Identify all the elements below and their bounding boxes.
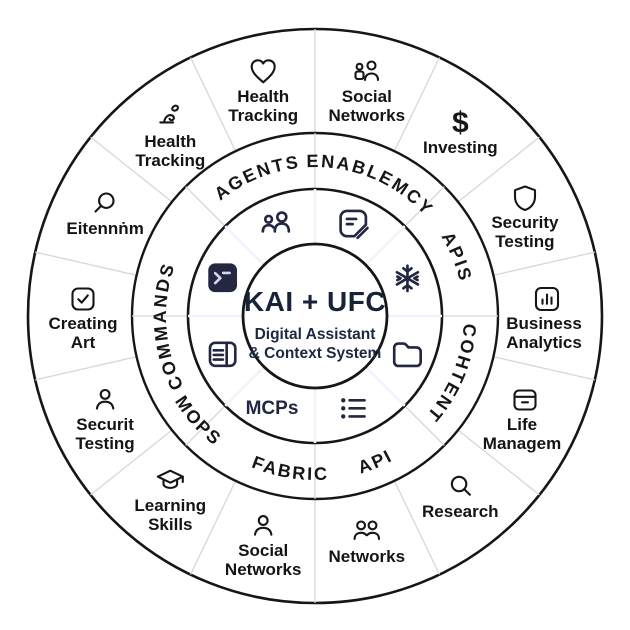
outer-item-learning-skills: Learning Skills: [134, 469, 206, 534]
svg-text:Creating: Creating: [49, 314, 118, 333]
outer-item-health-tracking-exercise: Health Tracking: [135, 104, 205, 170]
svg-text:Security: Security: [491, 213, 559, 232]
note-pencil-icon: [339, 209, 369, 240]
svg-text:Networks: Networks: [225, 560, 302, 579]
outer-item-creating-art: Creating Art: [49, 287, 118, 352]
checkbox-icon: [71, 287, 95, 311]
outer-item-research: Research: [422, 475, 499, 521]
label-fabric: FABRIC: [249, 452, 329, 484]
center-subtitle-1: Digital Assistant: [255, 326, 376, 343]
svg-text:Analytics: Analytics: [506, 333, 582, 352]
center-subtitle-2: & Context System: [249, 345, 382, 362]
outer-item-business-analytics: Business Analytics: [506, 286, 582, 352]
magnifier-icon: [450, 475, 471, 496]
label-apis: APIS: [438, 228, 476, 284]
center-title: KAI + UFC: [244, 286, 386, 317]
svg-text:Tracking: Tracking: [135, 151, 205, 170]
person-icon: [253, 515, 273, 536]
svg-text:Tracking: Tracking: [228, 106, 298, 125]
label-commands: COMMANDS: [150, 260, 187, 394]
people-icon: [353, 520, 381, 541]
outer-item-investing: $ Investing: [423, 106, 498, 157]
svg-text:Research: Research: [422, 502, 499, 521]
svg-text:Art: Art: [71, 333, 96, 352]
svg-text:$: $: [452, 106, 469, 139]
svg-text:Eitennṅm: Eitennṅm: [66, 219, 143, 238]
outer-item-eitennnm: Eitennṅm: [66, 192, 144, 238]
archive-box-icon: [513, 389, 537, 411]
svg-text:Testing: Testing: [495, 232, 554, 251]
label-mops: MOPS: [171, 392, 226, 450]
svg-text:Networks: Networks: [329, 106, 406, 125]
svg-text:Health: Health: [144, 132, 196, 151]
label-enablemcy: ENABLEMCY: [306, 151, 437, 220]
magnifier-left-icon: [94, 192, 115, 213]
graduation-cap-icon: [156, 469, 184, 490]
svg-text:Managem: Managem: [483, 434, 561, 453]
svg-text:Investing: Investing: [423, 138, 498, 157]
outer-item-health-tracking-heart: Health Tracking: [228, 59, 298, 125]
svg-text:Social: Social: [342, 87, 392, 106]
dollar-icon: $: [452, 106, 469, 139]
label-agents: AGENTS: [211, 152, 302, 204]
svg-text:Testing: Testing: [76, 434, 135, 453]
label-api: API: [355, 445, 396, 477]
inner-ring-dividers: [188, 189, 442, 443]
svg-text:Learning: Learning: [134, 496, 206, 515]
exercise-icon: [159, 104, 180, 124]
svg-text:Life: Life: [507, 415, 537, 434]
svg-text:Securit: Securit: [76, 415, 134, 434]
shield-icon: [513, 185, 537, 212]
svg-text:Health: Health: [237, 87, 289, 106]
outer-item-social-networks-top: Social Networks: [329, 60, 406, 125]
outer-item-networks: Networks: [329, 520, 406, 566]
mcps-text: MCPs: [246, 398, 299, 419]
snowflake-icon: [395, 264, 420, 293]
heart-icon: [250, 59, 276, 84]
svg-text:Skills: Skills: [148, 515, 192, 534]
layout-table-icon: [208, 341, 237, 368]
svg-text:Social: Social: [238, 541, 288, 560]
terminal-icon: [208, 263, 238, 293]
contacts-icon: [354, 60, 380, 82]
outer-item-social-networks-bottom: Social Networks: [225, 515, 302, 579]
label-band-dividers: [132, 133, 498, 499]
folder-icon: [392, 342, 422, 368]
center-circle: [241, 242, 389, 390]
svg-text:Networks: Networks: [329, 547, 406, 566]
bar-chart-icon: [534, 286, 560, 312]
outer-item-life-managem: Life Managem: [483, 389, 561, 453]
list-icon: [341, 398, 366, 419]
person-icon: [95, 388, 115, 410]
svg-text:Business: Business: [506, 314, 582, 333]
users-icon: [261, 211, 291, 233]
outer-ring-dividers: [35, 29, 595, 603]
outer-item-security-testing: Security Testing: [491, 185, 559, 251]
outer-item-securit-testing: Securit Testing: [76, 388, 135, 453]
